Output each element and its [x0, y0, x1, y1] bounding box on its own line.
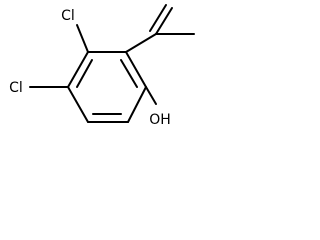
carbonyl-double-bond-b — [149, 4, 167, 32]
ring-bond-c2-c3 — [127, 86, 147, 123]
chlorine-top-label: Cl — [61, 8, 75, 24]
chlorine-left-label: Cl — [9, 80, 23, 96]
ring-bond-c5-c6 — [67, 51, 89, 88]
ring-inner-double-bond-1 — [120, 59, 138, 88]
carbonyl-double-bond-a — [155, 7, 173, 35]
structure-canvas: Cl Cl OH — [0, 0, 202, 155]
bond-to-cl-top — [76, 24, 89, 53]
ring-bond-c4-c5 — [67, 86, 89, 123]
bond-ring-to-carbonyl — [125, 33, 157, 53]
ring-bond-c1-c2 — [125, 51, 147, 88]
molecule-diagram: Cl Cl OH — [9, 4, 195, 128]
ring-inner-double-bond-3 — [76, 59, 93, 88]
bond-to-hydroxyl — [145, 86, 157, 105]
hydroxyl-label: OH — [149, 112, 171, 128]
